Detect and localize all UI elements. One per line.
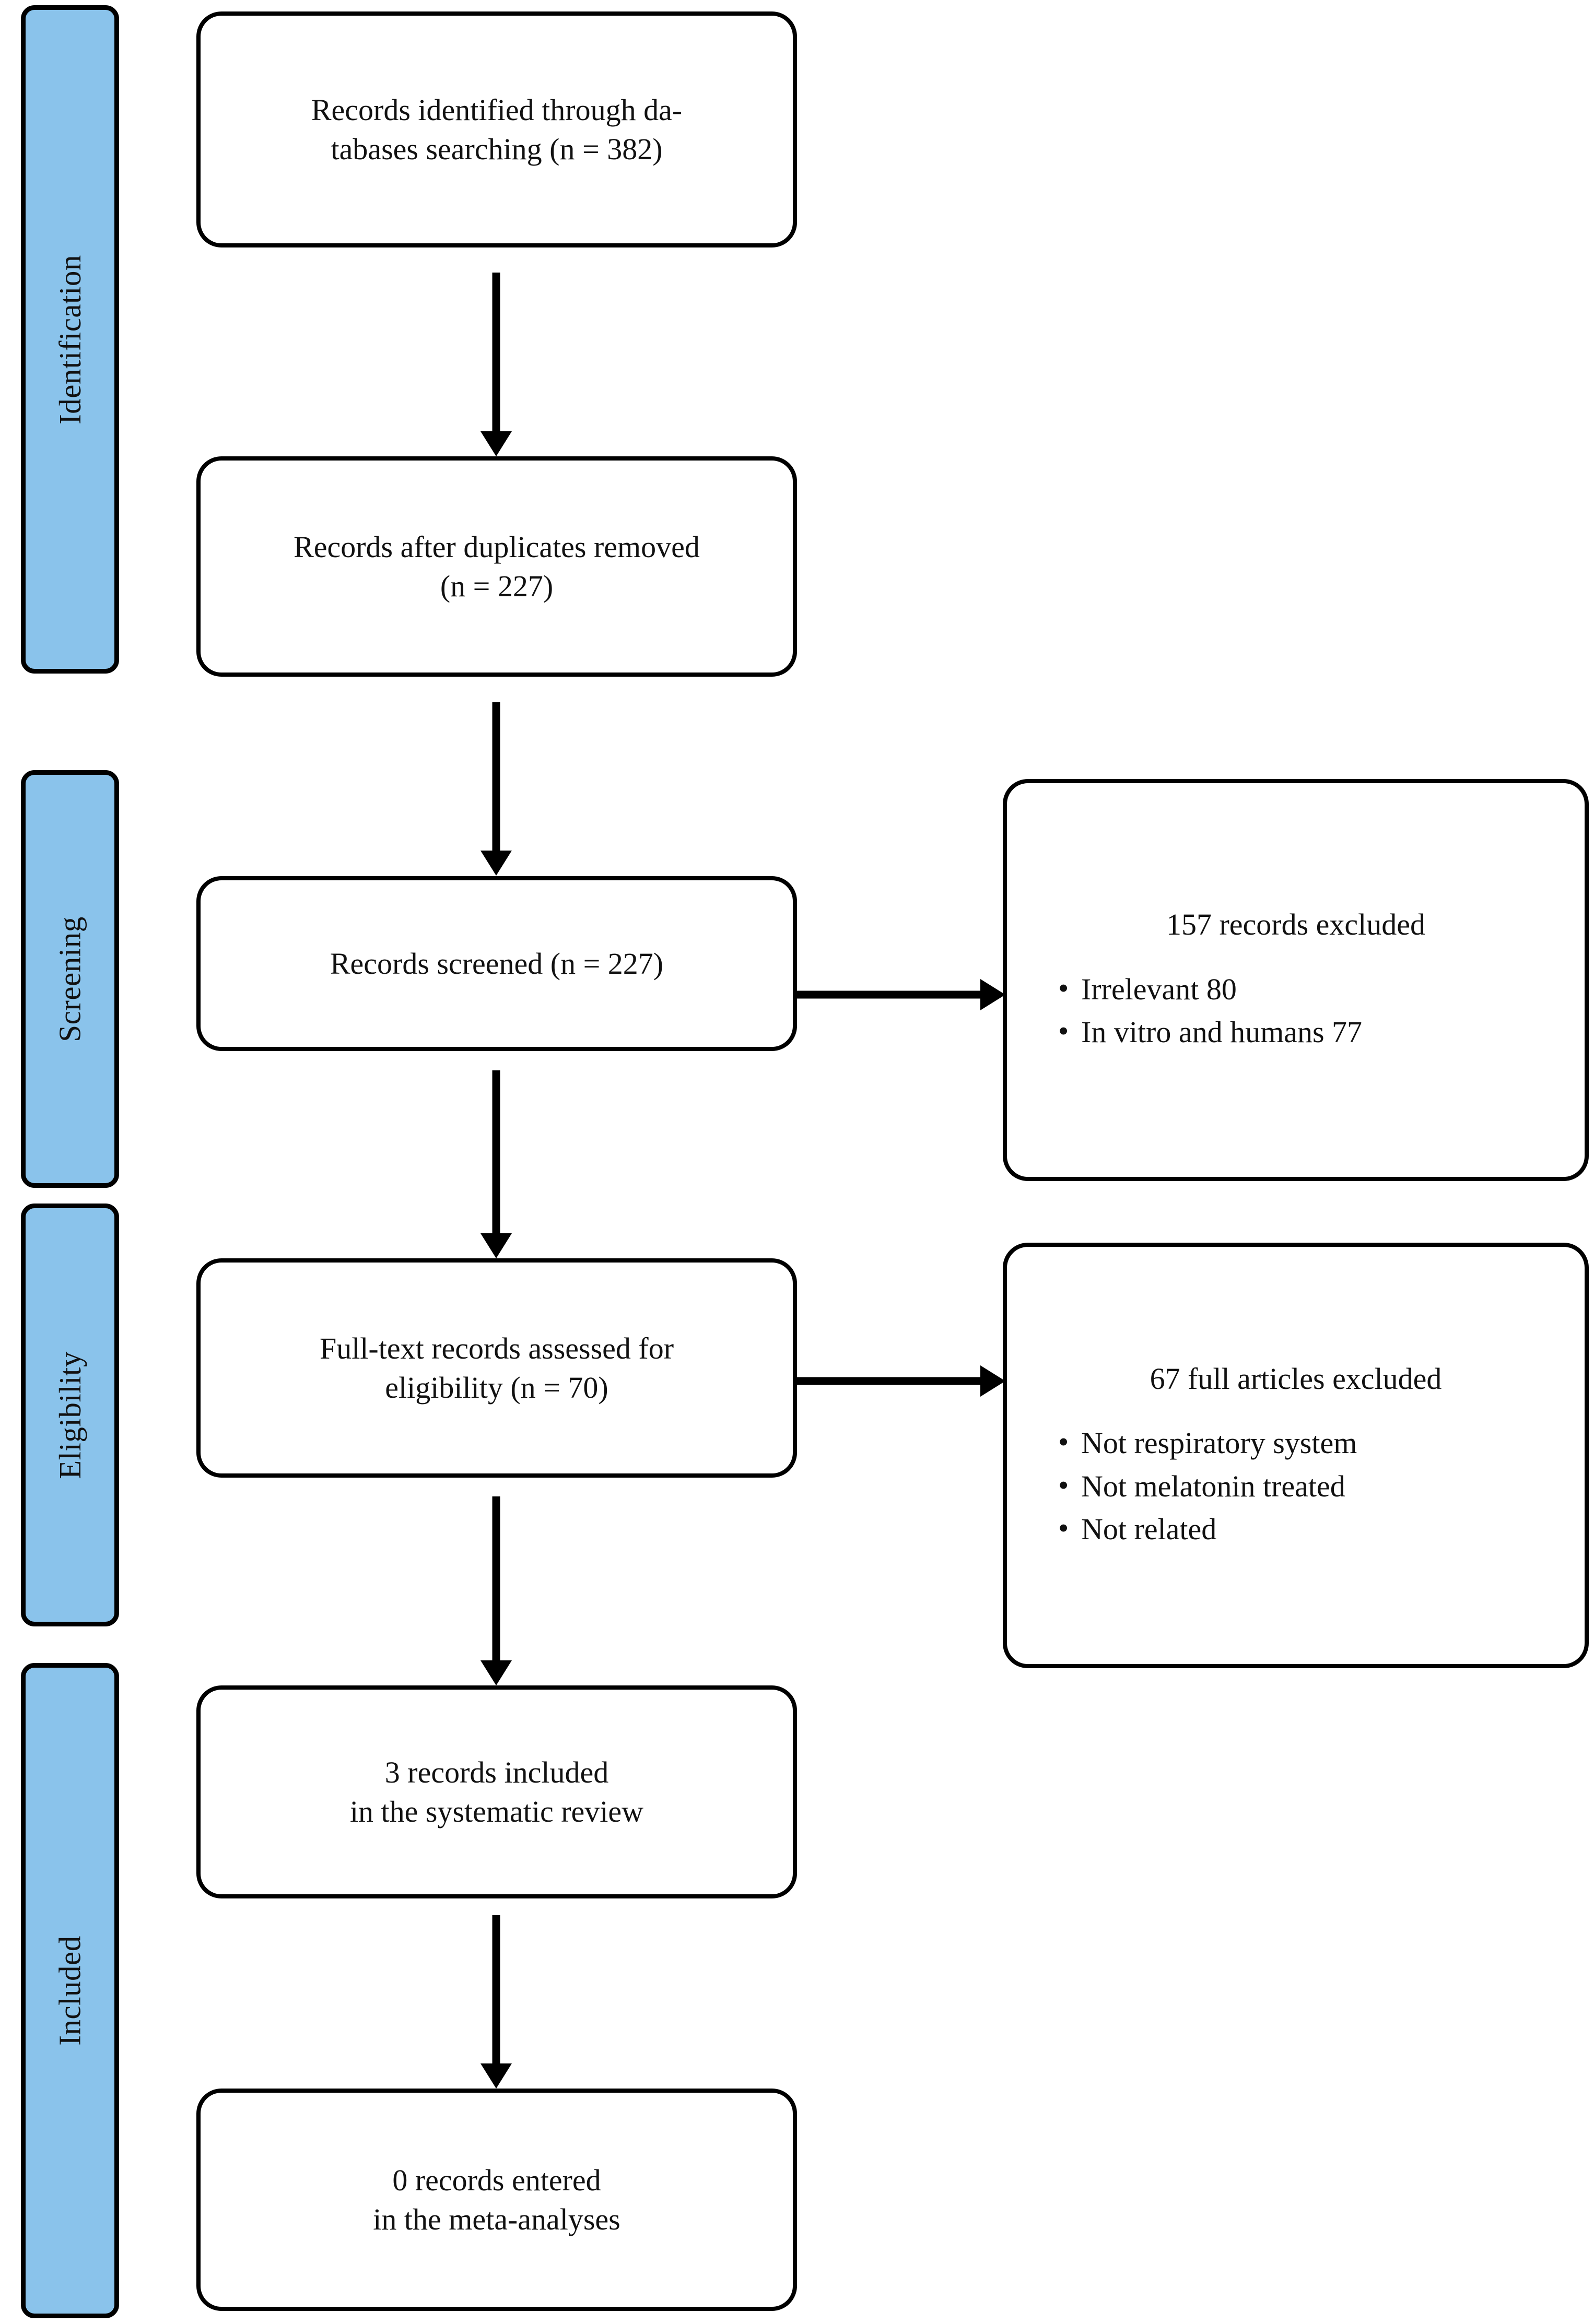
box-records-after-duplicates-line-1: Records after duplicates removed bbox=[294, 529, 700, 564]
stage-bar-eligibility: Eligibility bbox=[21, 1204, 119, 1626]
arrow-shaft bbox=[492, 273, 500, 431]
arrow-identified-to-deduplicated bbox=[480, 273, 512, 456]
stage-label-eligibility: Eligibility bbox=[52, 1351, 87, 1479]
reason-text: In vitro and humans 77 bbox=[1081, 1015, 1363, 1049]
list-item: • Not respiratory system bbox=[1058, 1422, 1564, 1465]
arrow-screened-to-excluded bbox=[794, 979, 1005, 1010]
box-records-identified-line-2: tabases searching (n = 382) bbox=[331, 132, 663, 166]
list-item: • In vitro and humans 77 bbox=[1058, 1011, 1564, 1054]
bullet-icon: • bbox=[1058, 1425, 1069, 1459]
box-records-screened-line-1: Records screened (n = 227) bbox=[330, 946, 664, 981]
arrow-head bbox=[480, 1233, 512, 1258]
box-full-text-assessed: Full-text records assessed for eligibili… bbox=[196, 1258, 797, 1478]
eligibility-excluded-reason-list: • Not respiratory system • Not melatonin t… bbox=[1028, 1422, 1564, 1551]
box-records-identified: Records identified through da- tabases s… bbox=[196, 11, 797, 247]
box-records-entered-meta-line-1: 0 records entered bbox=[392, 2163, 601, 2197]
reason-text: Not related bbox=[1081, 1512, 1217, 1546]
arrow-shaft bbox=[492, 1070, 500, 1233]
box-records-after-duplicates: Records after duplicates removed (n = 22… bbox=[196, 456, 797, 677]
bullet-icon: • bbox=[1058, 1511, 1069, 1545]
screening-excluded-reason-list: • Irrelevant 80 • In vitro and humans 77 bbox=[1028, 968, 1564, 1054]
box-full-text-assessed-line-1: Full-text records assessed for bbox=[319, 1331, 674, 1365]
list-item: • Not related bbox=[1058, 1508, 1564, 1551]
stage-bar-identification: Identification bbox=[21, 5, 119, 674]
arrow-shaft bbox=[794, 990, 982, 999]
stage-label-identification: Identification bbox=[52, 254, 87, 424]
box-records-included-review-line-1: 3 records included bbox=[384, 1755, 609, 1789]
screening-excluded-heading: 157 records excluded bbox=[1166, 907, 1426, 942]
eligibility-excluded-heading: 67 full articles excluded bbox=[1150, 1361, 1442, 1396]
stage-label-included: Included bbox=[52, 1936, 87, 2046]
arrow-shaft bbox=[492, 702, 500, 851]
bullet-icon: • bbox=[1058, 1468, 1069, 1502]
stage-bar-screening: Screening bbox=[21, 770, 119, 1188]
arrow-head bbox=[480, 851, 512, 876]
box-records-entered-meta: 0 records entered in the meta-analyses bbox=[196, 2089, 797, 2311]
arrow-included-to-meta bbox=[480, 1915, 512, 2089]
reason-text: Irrelevant 80 bbox=[1081, 972, 1237, 1006]
arrow-head bbox=[980, 979, 1005, 1010]
arrow-head bbox=[480, 1660, 512, 1685]
box-records-included-review: 3 records included in the systematic rev… bbox=[196, 1685, 797, 1898]
arrow-shaft bbox=[492, 1496, 500, 1660]
arrow-shaft bbox=[794, 1377, 982, 1385]
list-item: • Not melatonin treated bbox=[1058, 1465, 1564, 1508]
arrow-deduplicated-to-screened bbox=[480, 702, 512, 876]
arrow-shaft bbox=[492, 1915, 500, 2063]
arrow-screened-to-fulltext bbox=[480, 1070, 512, 1258]
box-records-included-review-line-2: in the systematic review bbox=[349, 1795, 644, 1828]
box-records-entered-meta-line-2: in the meta-analyses bbox=[373, 2202, 620, 2236]
box-eligibility-excluded: 67 full articles excluded • Not respirato… bbox=[1003, 1243, 1589, 1668]
box-full-text-assessed-line-2: eligibility (n = 70) bbox=[385, 1371, 608, 1405]
bullet-icon: • bbox=[1058, 1014, 1069, 1048]
stage-bar-included: Included bbox=[21, 1663, 119, 2318]
box-screening-excluded: 157 records excluded • Irrelevant 80 • In … bbox=[1003, 779, 1589, 1181]
bullet-icon: • bbox=[1058, 971, 1069, 1005]
reason-text: Not respiratory system bbox=[1081, 1426, 1357, 1460]
arrow-head bbox=[980, 1365, 1005, 1397]
arrow-fulltext-to-excluded bbox=[794, 1365, 1005, 1397]
box-records-identified-line-1: Records identified through da- bbox=[311, 92, 683, 127]
arrow-head bbox=[480, 431, 512, 456]
box-records-screened: Records screened (n = 227) bbox=[196, 876, 797, 1051]
stage-label-screening: Screening bbox=[52, 916, 87, 1042]
reason-text: Not melatonin treated bbox=[1081, 1469, 1345, 1503]
box-records-after-duplicates-line-2: (n = 227) bbox=[440, 569, 554, 603]
list-item: • Irrelevant 80 bbox=[1058, 968, 1564, 1011]
arrow-head bbox=[480, 2063, 512, 2089]
arrow-fulltext-to-included bbox=[480, 1496, 512, 1685]
